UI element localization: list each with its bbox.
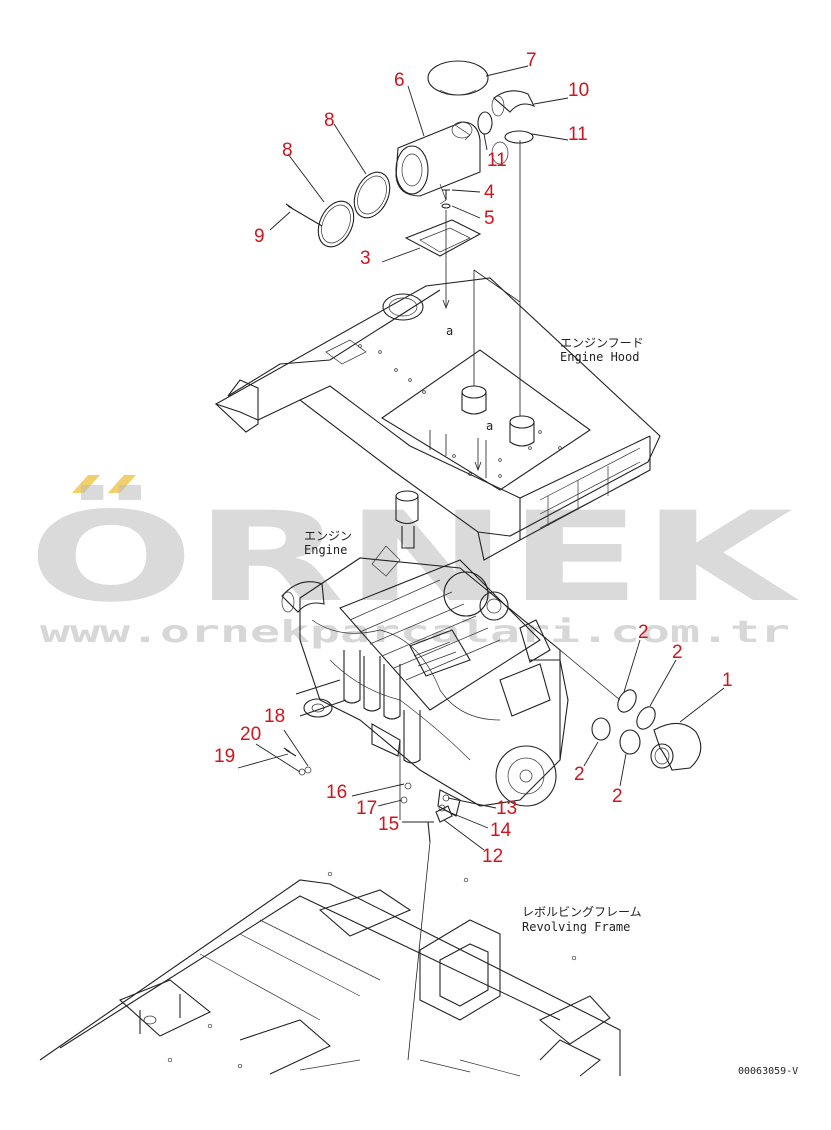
callout-16: 16 — [326, 782, 347, 803]
callout-6: 6 — [394, 70, 405, 91]
callout-leaders — [237, 65, 725, 851]
clamp-2-c — [591, 717, 611, 741]
bolt-15 — [426, 821, 434, 843]
watermark-accent-right — [108, 475, 136, 493]
callout-2-d: 2 — [612, 786, 623, 807]
callout-10: 10 — [568, 80, 589, 101]
ref-a-top: a — [446, 324, 453, 338]
cushion-12 — [435, 805, 453, 823]
engine-label-jp: エンジン — [304, 529, 352, 543]
callout-12: 12 — [482, 846, 503, 867]
mounting-bracket — [404, 219, 482, 257]
callout-9: 9 — [254, 226, 265, 247]
revolving-frame — [39, 871, 621, 1077]
air-cleaner-assembly — [285, 60, 536, 310]
engine-hood — [214, 140, 661, 561]
callout-8-lower: 8 — [282, 140, 293, 161]
ref-a-hood: a — [486, 419, 493, 433]
callout-13: 13 — [496, 798, 517, 819]
bolt-19 — [283, 747, 297, 757]
callout-8-upper: 8 — [324, 110, 335, 131]
watermark-brand: ÖRNEK — [28, 484, 799, 630]
engine-label-en: Engine — [304, 543, 347, 557]
watermark-accent-left — [72, 475, 100, 493]
intake-hoses — [559, 649, 702, 771]
frame-label-jp: レボルビングフレーム — [522, 905, 642, 919]
callout-2-c: 2 — [574, 764, 585, 785]
nut-18 — [304, 766, 312, 774]
callout-17: 17 — [356, 798, 377, 819]
air-cleaner-body — [395, 121, 481, 197]
callout-1: 1 — [722, 670, 733, 691]
band-8-lower — [317, 200, 355, 248]
clamp-2-d — [619, 729, 641, 755]
drawing-number: 00063059-V — [738, 1066, 798, 1077]
callout-5: 5 — [484, 208, 495, 229]
callout-15: 15 — [378, 814, 399, 835]
intake-elbow — [493, 90, 536, 113]
clamp-11-upper — [477, 111, 493, 135]
precleaner-cap — [427, 60, 489, 96]
callout-19: 19 — [214, 746, 235, 767]
bolt-9 — [285, 203, 323, 227]
labels: a a エンジンフード Engine Hood エンジン Engine レボルビ… — [304, 324, 798, 1077]
callout-3: 3 — [360, 248, 371, 269]
callout-18: 18 — [264, 706, 285, 727]
callout-11-right: 11 — [568, 124, 588, 145]
bolt-4 — [442, 189, 450, 200]
clamp-11-lower — [504, 130, 534, 144]
washer-20 — [298, 768, 306, 776]
frame-label-en: Revolving Frame — [522, 920, 630, 934]
callout-4: 4 — [484, 182, 495, 203]
engine — [281, 490, 569, 817]
washer-16 — [404, 782, 412, 790]
engine-hood-label-en: Engine Hood — [560, 350, 639, 364]
callout-20: 20 — [240, 724, 261, 745]
callout-11-left: 11 — [487, 150, 507, 171]
callout-7: 7 — [526, 50, 537, 71]
watermark: ÖRNEK www.ornekparcalari.com.tr — [28, 475, 799, 650]
clamp-2-a — [617, 689, 637, 713]
callout-2-b: 2 — [672, 642, 683, 663]
elbow-hose-1 — [653, 722, 702, 771]
engine-hood-label-jp: エンジンフード — [560, 336, 644, 350]
band-8-upper — [353, 171, 391, 219]
callout-14: 14 — [490, 820, 512, 841]
washer-5 — [441, 203, 451, 209]
callout-2-a: 2 — [638, 622, 649, 643]
callouts: 7 6 10 8 11 8 11 4 5 9 3 2 2 1 18 20 19 … — [214, 50, 733, 867]
clamp-2-b — [636, 706, 656, 730]
